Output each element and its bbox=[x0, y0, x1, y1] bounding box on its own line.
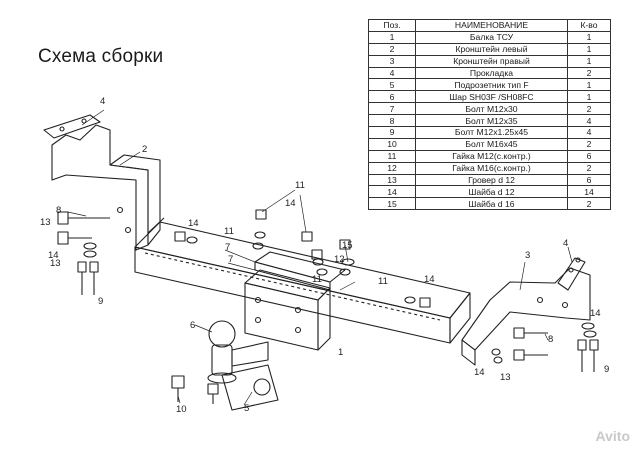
callout-label: 14 bbox=[424, 274, 435, 285]
callout-label: 14 bbox=[48, 250, 59, 261]
left-bracket-part bbox=[51, 124, 161, 251]
callout-label: 4 bbox=[563, 238, 568, 249]
callout-label: 10 bbox=[176, 404, 187, 415]
callout-label: 2 bbox=[142, 144, 147, 155]
avito-watermark: Avito bbox=[595, 428, 630, 444]
row-qty: 1 bbox=[567, 54, 611, 68]
callout-label: 14 bbox=[285, 198, 296, 209]
leader-lines bbox=[67, 109, 573, 406]
callout-label: 3 bbox=[525, 250, 530, 261]
row-qty: 2 bbox=[567, 102, 611, 116]
row-qty: 2 bbox=[567, 197, 611, 211]
fasteners bbox=[57, 209, 599, 404]
row-qty: 2 bbox=[567, 66, 611, 80]
callout-label: 14 bbox=[590, 308, 601, 319]
callout-label: 13 bbox=[40, 217, 51, 228]
callout-label: 8 bbox=[548, 334, 553, 345]
callout-label: 13 bbox=[500, 372, 511, 383]
right-shim-part bbox=[557, 257, 586, 291]
col-qty-header: К-во bbox=[567, 19, 611, 32]
row-name: Подрозетник тип F bbox=[415, 78, 568, 92]
callout-label: 11 bbox=[312, 274, 322, 285]
row-qty: 1 bbox=[567, 78, 611, 92]
row-qty: 1 bbox=[567, 90, 611, 104]
callout-label: 14 bbox=[474, 367, 485, 378]
callout-label: 11 bbox=[378, 276, 388, 287]
callout-label: 9 bbox=[604, 364, 609, 375]
callout-label: 11 bbox=[224, 226, 234, 237]
callout-label: 9 bbox=[98, 296, 103, 307]
callout-label: 13 bbox=[50, 258, 61, 269]
callout-label: 1 bbox=[338, 347, 343, 358]
left-shim-part bbox=[43, 114, 101, 139]
tow-ball-part bbox=[207, 320, 269, 384]
callout-label: 12 bbox=[334, 254, 345, 265]
row-qty: 1 bbox=[567, 42, 611, 56]
row-name: Болт М12х35 bbox=[415, 114, 568, 128]
row-pos: 8 bbox=[368, 114, 416, 128]
callout-label: 15 bbox=[342, 240, 353, 251]
tow-beam-part bbox=[134, 217, 471, 344]
callout-label: 7 bbox=[225, 242, 230, 253]
callout-label: 14 bbox=[188, 218, 199, 229]
callout-label: 7 bbox=[228, 254, 233, 265]
spacer-block-part bbox=[254, 251, 346, 291]
socket-plate-part bbox=[221, 364, 279, 411]
row-pos: 15 bbox=[368, 197, 416, 211]
callout-label: 6 bbox=[190, 320, 195, 331]
table-header-row: Поз. НАИМЕНОВАНИЕ К-во bbox=[368, 19, 611, 32]
row-qty: 4 bbox=[567, 114, 611, 128]
row-name: Шайба d 16 bbox=[415, 197, 568, 211]
callout-label: 5 bbox=[244, 403, 249, 414]
callout-label: 11 bbox=[295, 180, 305, 191]
diagram-title: Схема сборки bbox=[38, 46, 164, 67]
right-bracket-part bbox=[461, 267, 591, 366]
callout-label: 4 bbox=[100, 96, 105, 107]
callout-label: 8 bbox=[56, 205, 61, 216]
row-pos: 6 bbox=[368, 90, 416, 104]
